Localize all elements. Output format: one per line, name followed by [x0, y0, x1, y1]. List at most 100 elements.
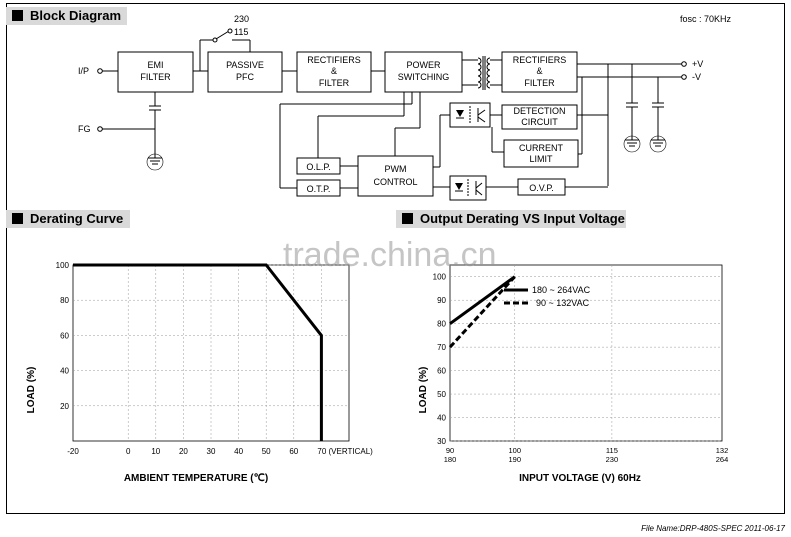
chart2-y-tick-label: 90 [437, 296, 446, 305]
detection-circuit-block [501, 104, 578, 130]
chart2-ylabel: LOAD (%) [418, 367, 429, 414]
pwm-label-1: PWM [385, 164, 407, 174]
chart2-y-tick-label: 50 [437, 390, 446, 399]
v115-label: 115 [234, 27, 248, 37]
derating-curve-chart: -20 0 10 20 30 40 50 60 70 (VERTICAL) 20 40 60 80 100… [26, 261, 373, 484]
photocoupler-icon-2 [449, 175, 487, 201]
chart1-xlabel: AMBIENT TEMPERATURE (℃) [124, 473, 268, 484]
chart1-x-tick-label: 70 (VERTICAL) [317, 447, 373, 456]
chart2-y-tick-label: 100 [433, 273, 447, 282]
output-derating-title-text: Output Derating VS Input Voltage [420, 211, 625, 226]
chart1-x-tick-label: 50 [262, 447, 271, 456]
output-ground-icon-2 [649, 135, 667, 153]
fosc-label: fosc : 70KHz [680, 14, 732, 24]
chart1-y-tick-label: 60 [60, 331, 69, 340]
output-derating-title: Output Derating VS Input Voltage [396, 210, 626, 228]
series-180-264vac-line [449, 275, 516, 325]
minus-v-label: -V [692, 72, 701, 82]
fg-ground-icon [146, 153, 164, 171]
chart2-x-tick-label-bottom: 264 [716, 455, 729, 464]
derating-curve-line [73, 263, 323, 441]
chart2-plot-area [449, 264, 723, 442]
chart2-y-tick-label: 70 [437, 343, 446, 352]
chart1-x-tick-label: 20 [179, 447, 188, 456]
plus-v-terminal [681, 61, 687, 67]
chart2-x-tick-label-top: 132 [716, 446, 729, 455]
watermark: trade.china.cn [283, 236, 497, 274]
chart1-x-tick-label: 10 [151, 447, 160, 456]
detect-label-1: DETECTION [513, 106, 565, 116]
ip-label: I/P [78, 66, 89, 76]
output-ground-icon-1 [623, 135, 641, 153]
rect1-label-3: FILTER [319, 78, 350, 88]
series-90-132vac-line [448, 275, 516, 349]
pfc-label-1: PASSIVE [226, 60, 264, 70]
fg-label: FG [78, 124, 91, 134]
rect2-label-3: FILTER [524, 78, 555, 88]
chart1-y-tick-label: 40 [60, 367, 69, 376]
legend-solid-label: 180 ~ 264VAC [532, 285, 591, 295]
block-diagram: fosc : 70KHz I/P FG EMI FILTER 230 115 P… [78, 14, 732, 201]
chart1-y-tick-label: 20 [60, 402, 69, 411]
rectifiers-filter-block-1 [296, 51, 372, 93]
chart2-y-tick-label: 40 [437, 414, 446, 423]
rectifiers-filter-block-2 [501, 51, 578, 93]
block-diagram-title-text: Block Diagram [30, 8, 122, 23]
derating-curve-title: Derating Curve [6, 210, 130, 228]
title-square-icon [12, 213, 23, 224]
derating-curve-title-text: Derating Curve [30, 211, 124, 226]
chart1-x-tick-label: -20 [67, 447, 79, 456]
chart1-x-tick-label: 30 [207, 447, 216, 456]
pwm-label-2: CONTROL [373, 177, 417, 187]
rect1-label-1: RECTIFIERS [307, 55, 361, 65]
chart2-x-tick-label-top: 100 [509, 446, 522, 455]
olp-label: O.L.P. [306, 162, 330, 172]
title-square-icon [402, 213, 413, 224]
title-square-icon [12, 10, 23, 21]
rect2-label-2: & [536, 66, 542, 76]
ovp-label: O.V.P. [529, 183, 554, 193]
power-label-2: SWITCHING [398, 72, 450, 82]
legend-dashed-label: 90 ~ 132VAC [536, 298, 590, 308]
photocoupler-icon-1 [449, 102, 491, 128]
ip-terminal [97, 68, 103, 74]
emi-filter-label-1: EMI [147, 60, 163, 70]
climit-label-2: LIMIT [529, 154, 553, 164]
chart1-x-tick-label: 0 [126, 447, 131, 456]
chart1-x-tick-label: 40 [234, 447, 243, 456]
power-switching-block [384, 51, 463, 93]
rect1-label-2: & [331, 66, 337, 76]
chart2-y-tick-label: 30 [437, 437, 446, 446]
power-label-1: POWER [406, 60, 441, 70]
output-derating-chart: 9018010019011523013226430405060708090100… [418, 264, 729, 484]
otp-label: O.T.P. [307, 184, 331, 194]
chart2-x-tick-label-bottom: 180 [444, 455, 457, 464]
fg-terminal [97, 126, 103, 132]
chart1-x-tick-label: 60 [289, 447, 298, 456]
transformer-icon [462, 56, 502, 90]
chart2-x-tick-label-top: 90 [446, 446, 454, 455]
block-diagram-title: Block Diagram [6, 7, 127, 25]
chart2-y-tick-label: 80 [437, 320, 446, 329]
chart2-x-tick-label-bottom: 190 [509, 455, 522, 464]
chart1-y-tick-label: 100 [56, 261, 70, 270]
chart2-xlabel: INPUT VOLTAGE (V) 60Hz [519, 473, 641, 484]
minus-v-terminal [681, 74, 687, 80]
chart2-y-tick-label: 60 [437, 367, 446, 376]
chart2-x-tick-label-bottom: 230 [606, 455, 619, 464]
v230-label: 230 [234, 14, 249, 24]
detect-label-2: CIRCUIT [521, 117, 558, 127]
climit-label-1: CURRENT [519, 143, 564, 153]
emi-filter-label-2: FILTER [140, 72, 171, 82]
chart2-x-tick-label-top: 115 [606, 446, 618, 455]
pfc-label-2: PFC [236, 72, 255, 82]
rect2-label-1: RECTIFIERS [513, 55, 567, 65]
chart1-y-tick-label: 80 [60, 296, 69, 305]
passive-pfc-block [207, 51, 283, 93]
pwm-control-block [357, 155, 434, 197]
spec-frame [6, 3, 785, 514]
chart1-ylabel: LOAD (%) [26, 367, 37, 414]
chart2-legend: 180 ~ 264VAC 90 ~ 132VAC [504, 285, 591, 308]
footer-filename: File Name:DRP-480S-SPEC 2011-06-17 [641, 524, 785, 533]
current-limit-block [503, 139, 579, 168]
